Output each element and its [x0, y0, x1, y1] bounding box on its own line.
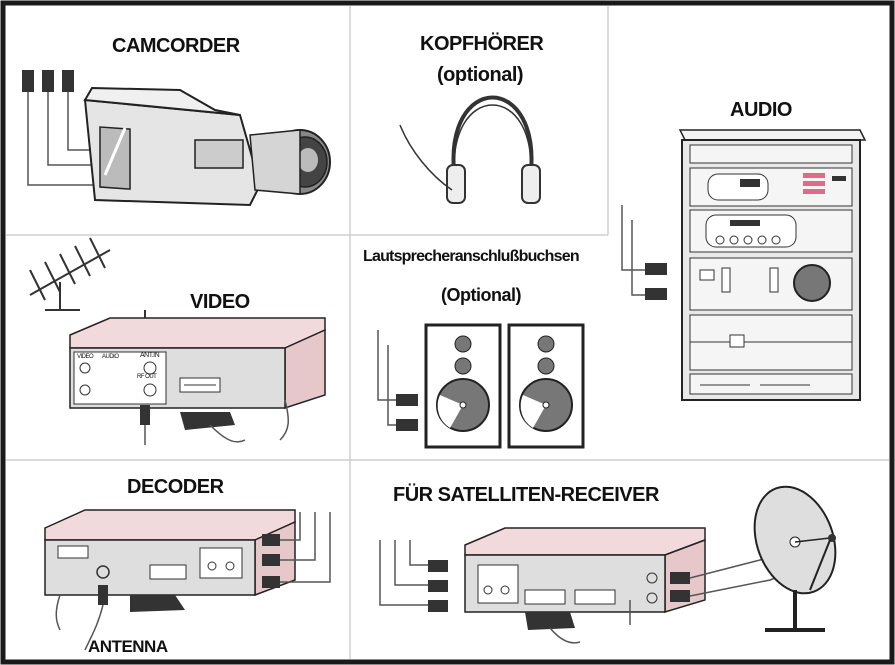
camcorder-illustration [22, 70, 331, 207]
speakers-illustration [377, 323, 585, 449]
decoder-illustration [44, 509, 331, 651]
satellite-title: FÜR SATELLITEN-RECEIVER [393, 484, 659, 506]
panel-grid [6, 6, 889, 659]
camcorder-title: CAMCORDER [112, 35, 240, 57]
decoder-title: DECODER [127, 476, 224, 498]
headphones-illustration [399, 95, 541, 204]
antenna-label: ANTENNA [88, 637, 168, 656]
audio-title: AUDIO [730, 99, 792, 121]
video-jack-label-rf-out: RF OUT [137, 374, 157, 380]
video-recorder-illustration [29, 237, 326, 445]
speakers-title: Lautsprecheranschlußbuchsen [363, 248, 580, 265]
satellite-receiver-illustration [379, 485, 837, 644]
audio-system-illustration [621, 129, 867, 401]
headphones-subtitle: (optional) [437, 64, 524, 86]
video-jack-label-video: VIDEO [77, 354, 94, 360]
video-jack-label-ant-in: ANT.IN [140, 352, 160, 359]
video-jack-label-audio: AUDIO [102, 354, 119, 360]
speaker-right [507, 323, 585, 449]
headphones-title: KOPFHÖRER [420, 33, 544, 55]
video-title: VIDEO [190, 291, 250, 313]
speaker-left [424, 323, 502, 449]
speakers-subtitle: (Optional) [441, 285, 521, 305]
